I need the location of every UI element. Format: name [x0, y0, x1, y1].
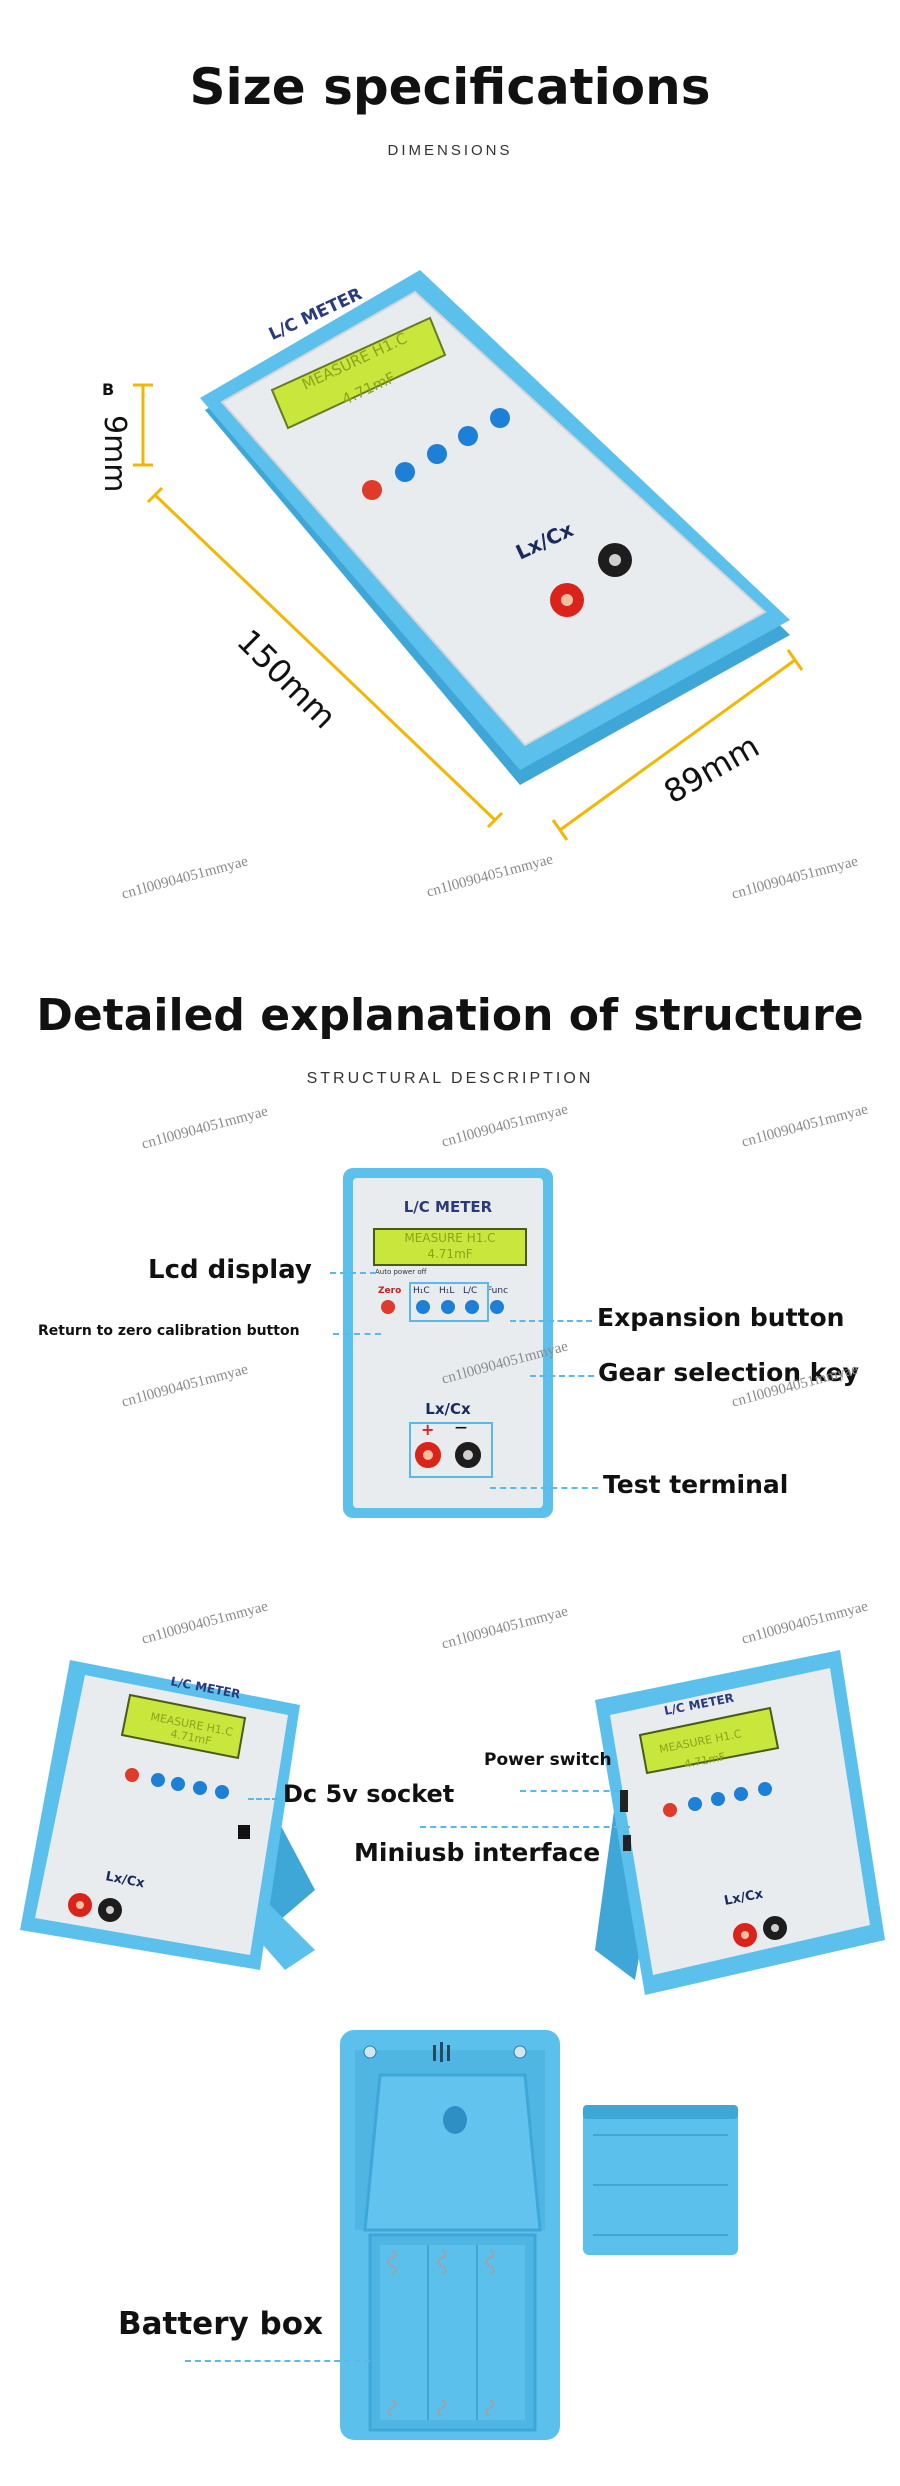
watermark-5: cn1l00904051mmyae	[440, 1101, 570, 1151]
front-gear-button-2[interactable]	[441, 1300, 455, 1314]
front-zero-label: Zero	[378, 1286, 402, 1296]
front-meter: L/C METER MEASURE H1.C 4.71mF Auto power…	[343, 1168, 553, 1518]
front-lcd: MEASURE H1.C 4.71mF	[373, 1228, 527, 1266]
front-btn1-label: H₁C	[413, 1286, 430, 1296]
front-black-terminal[interactable]	[455, 1442, 481, 1468]
right-stand-meter: MEASURE H1.C 4.71mF L/C METER Lx/Cx	[595, 1650, 885, 1995]
structure-subtitle: STRUCTURAL DESCRIPTION	[306, 1070, 594, 1087]
expansion-button-line	[510, 1320, 592, 1322]
power-switch-label: Power switch	[484, 1750, 612, 1770]
battery-cover	[583, 2105, 738, 2255]
watermark-4: cn1l00904051mmyae	[140, 1103, 270, 1153]
test-terminal-line	[490, 1487, 598, 1489]
front-plus: +	[421, 1420, 435, 1439]
battery-box-label: Battery box	[118, 2306, 323, 2342]
front-brand: L/C METER	[403, 1198, 493, 1216]
height-dimension-label: 9mm	[97, 415, 132, 493]
expansion-button-label: Expansion button	[597, 1303, 845, 1332]
zero-calibration-label: Return to zero calibration button	[38, 1323, 300, 1339]
front-zero-button[interactable]	[381, 1300, 395, 1314]
front-lcd-line1: MEASURE H1.C	[404, 1231, 496, 1245]
watermark-6: cn1l00904051mmyae	[740, 1101, 870, 1151]
dc-socket-label: Dc 5v socket	[283, 1780, 455, 1808]
front-btn4-label: Func	[487, 1286, 509, 1296]
lcd-display-label: Lcd display	[148, 1255, 312, 1285]
battery-back-view	[340, 2030, 560, 2440]
test-terminal-label: Test terminal	[603, 1470, 789, 1499]
zero-calibration-line	[333, 1333, 381, 1335]
miniusb-label: Miniusb interface	[354, 1838, 601, 1867]
zero-button[interactable]	[362, 480, 382, 500]
battery-box-line	[185, 2360, 370, 2362]
power-switch-line	[520, 1790, 620, 1792]
size-spec-title: Size specifications	[189, 58, 711, 116]
dc-socket-line	[248, 1798, 278, 1800]
watermark-11: cn1l00904051mmyae	[440, 1603, 570, 1653]
size-spec-subtitle: DIMENSIONS	[387, 142, 513, 159]
svg-text:Lx/Cx: Lx/Cx	[104, 1869, 146, 1891]
height-prefix-label: B	[102, 380, 115, 399]
miniusb-line	[420, 1826, 630, 1828]
front-terminal-label: Lx/Cx	[425, 1400, 471, 1418]
structure-title: Detailed explanation of structure	[36, 990, 864, 1041]
front-gear-button-3[interactable]	[465, 1300, 479, 1314]
front-minus: —	[455, 1420, 467, 1434]
left-stand-meter: MEASURE H1.C 4.71mF L/C METER Lx/Cx	[20, 1660, 315, 1970]
watermark-7: cn1l00904051mmyae	[120, 1361, 250, 1411]
front-func-button[interactable]	[490, 1300, 504, 1314]
gear-selection-label: Gear selection key	[598, 1358, 859, 1387]
svg-text:Lx/Cx: Lx/Cx	[723, 1887, 765, 1909]
front-btn2-label: H₁L	[439, 1286, 455, 1296]
lcd-display-line	[330, 1272, 376, 1274]
front-terminal-box	[409, 1422, 493, 1478]
front-red-terminal[interactable]	[415, 1442, 441, 1468]
gear-selection-line	[530, 1375, 594, 1377]
front-button-highlight-box	[409, 1282, 489, 1322]
front-gear-button-1[interactable]	[416, 1300, 430, 1314]
front-btn3-label: L/C	[463, 1286, 478, 1296]
front-lcd-line2: 4.71mF	[427, 1247, 473, 1261]
front-auto-power: Auto power off	[375, 1268, 427, 1276]
meter-dimension-illustration: MEASURE H1.C 4.71mF L/C METER Lx/Cx	[133, 270, 804, 841]
